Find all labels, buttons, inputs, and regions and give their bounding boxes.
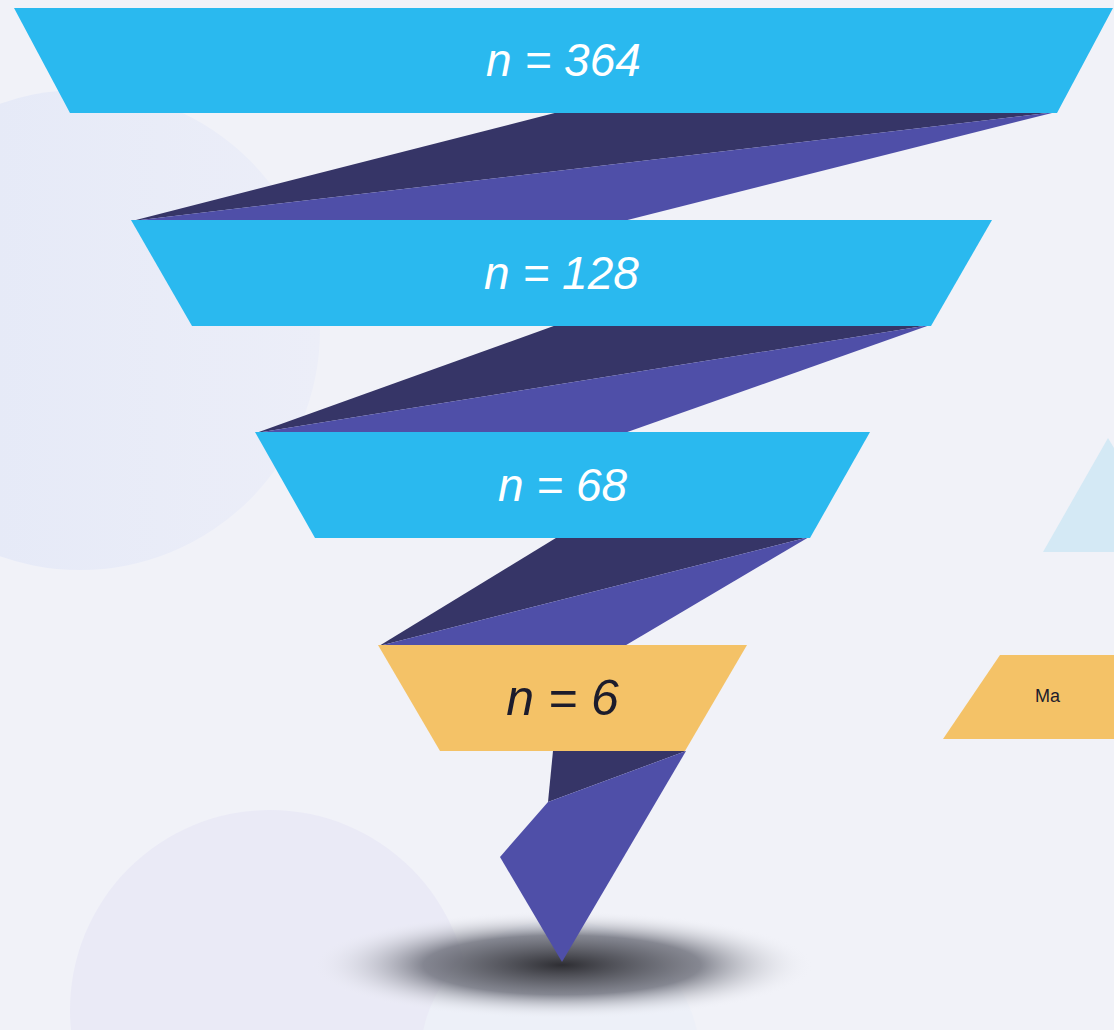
funnel-band: n = 364	[14, 8, 1113, 113]
funnel-ribbon	[379, 537, 809, 646]
ribbon-face	[379, 537, 809, 646]
funnel-ribbon	[132, 112, 1056, 221]
band-fill	[943, 655, 1114, 739]
background-circle	[0, 90, 320, 570]
ribbon-dark-face	[379, 537, 809, 646]
pale-triangle	[1043, 438, 1114, 552]
band-fill	[131, 220, 992, 326]
ribbon-dark-face	[132, 112, 1056, 221]
funnel-band: n = 68	[255, 432, 870, 538]
band-shape	[943, 655, 1114, 739]
ribbon-dark-face	[256, 325, 930, 433]
parallelogram-tag: Ma	[943, 655, 1114, 739]
funnel-tip	[500, 751, 686, 962]
ribbon-face	[256, 325, 930, 433]
count-label: n = 128	[484, 248, 639, 299]
tag-text: Ma	[1035, 687, 1060, 707]
count-label: n = 6	[506, 671, 619, 726]
band-fill	[255, 432, 870, 538]
ribbon-face	[132, 112, 1056, 221]
count-label: n = 68	[498, 460, 627, 511]
band-fill	[378, 645, 747, 751]
count-label: n = 364	[486, 35, 641, 86]
funnel-band: n = 6	[378, 645, 747, 751]
funnel-band: n = 128	[131, 220, 992, 326]
band-fill	[14, 8, 1113, 113]
funnel-ribbon	[256, 325, 930, 433]
